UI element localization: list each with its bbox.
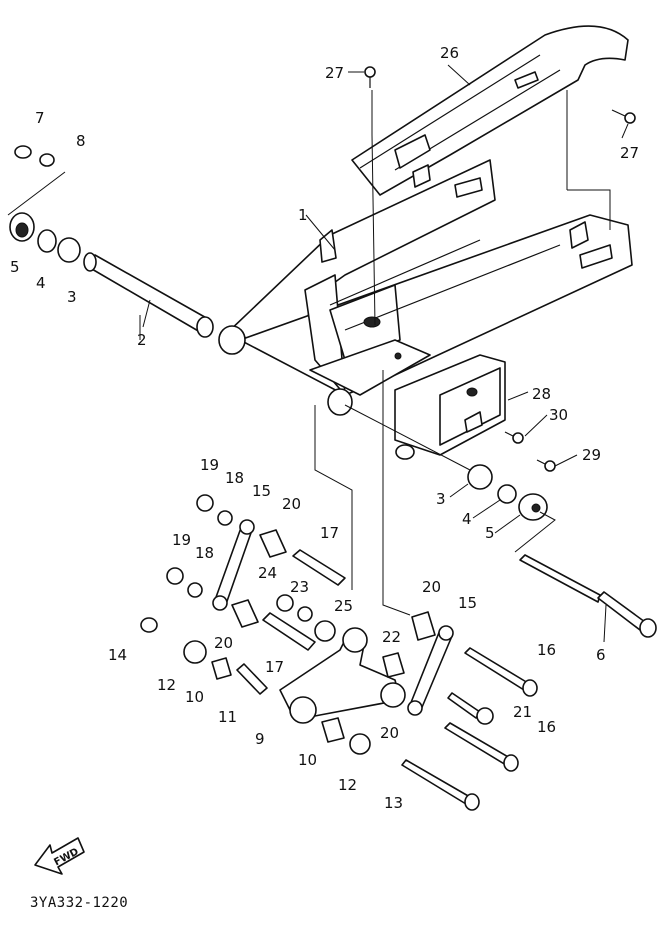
callout-26: 26 [440,44,459,62]
callout-10: 10 [185,688,204,706]
callout-30: 30 [549,406,568,424]
callout-8: 8 [76,132,86,150]
callout-labels: 1 2 3 3 4 4 5 5 6 7 8 9 10 10 11 12 12 1… [10,44,639,812]
callout-16: 16 [537,641,556,659]
callout-1: 1 [298,206,308,224]
callout-20c: 20 [422,578,441,596]
callout-15b: 15 [458,594,477,612]
callout-3b: 3 [436,490,446,508]
callout-5: 5 [10,258,20,276]
callout-15: 15 [252,482,271,500]
chain-slider [394,354,506,460]
connecting-rod-right [407,625,454,716]
callout-27: 27 [325,64,344,82]
callout-21: 21 [513,703,532,721]
callout-10b: 10 [298,751,317,769]
callout-20d: 20 [380,724,399,742]
callout-2: 2 [137,331,147,349]
callout-25: 25 [334,597,353,615]
callout-4: 4 [36,274,46,292]
pivot-shaft [83,252,214,338]
callout-23: 23 [290,578,309,596]
callout-5b: 5 [485,524,495,542]
right-bearing-set [467,464,548,521]
swingarm [218,159,633,416]
callout-18b: 18 [195,544,214,562]
bushings [140,494,436,755]
linkage-bolts [401,647,538,811]
callout-14: 14 [108,646,127,664]
small-screws [364,66,636,472]
callout-13: 13 [384,794,403,812]
callout-19: 19 [200,456,219,474]
callout-24: 24 [258,564,277,582]
callout-17: 17 [320,524,339,542]
drawing-code: 3YA332-1220 [30,895,129,911]
leader-lines [142,64,629,643]
fwd-arrow: FWD [34,837,85,875]
callout-22: 22 [382,628,401,646]
callout-12: 12 [157,676,176,694]
callout-19b: 19 [172,531,191,549]
long-bolt [519,554,657,638]
connecting-rod-left [212,519,255,611]
callout-18: 18 [225,469,244,487]
callout-4b: 4 [462,510,472,528]
callout-3: 3 [67,288,77,306]
callout-12b: 12 [338,776,357,794]
callout-16b: 16 [537,718,556,736]
chain-guard [351,25,629,196]
callout-29: 29 [582,446,601,464]
callout-11: 11 [218,708,237,726]
callout-28: 28 [532,385,551,403]
assembly-lines [7,90,611,616]
callout-6: 6 [596,646,606,664]
callout-7: 7 [35,109,45,127]
callout-27b: 27 [620,144,639,162]
callout-9: 9 [255,730,265,748]
callout-17b: 17 [265,658,284,676]
left-bearing-set [9,145,81,263]
relay-arm [279,627,406,724]
callout-20b: 20 [214,634,233,652]
callout-20: 20 [282,495,301,513]
